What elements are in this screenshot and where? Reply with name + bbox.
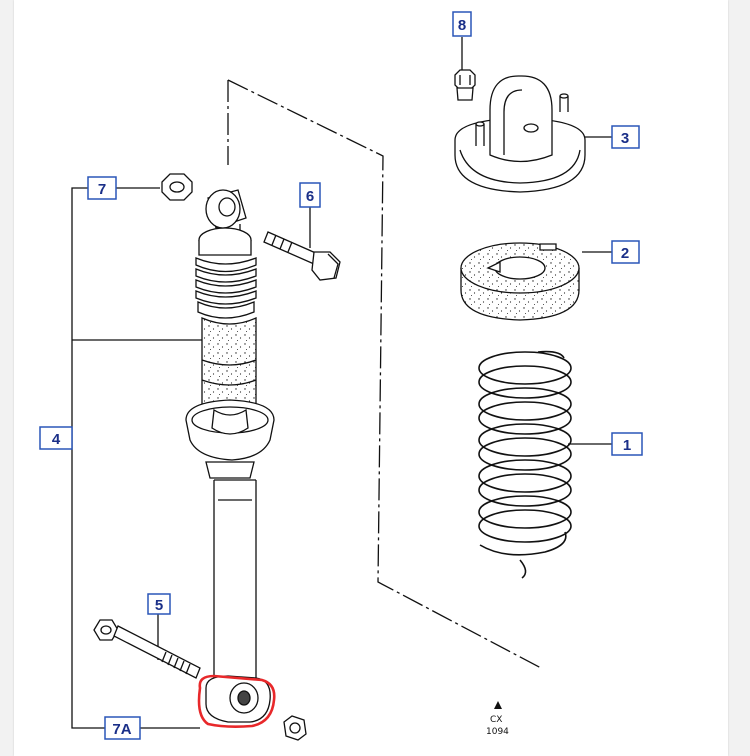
- svg-text:7: 7: [98, 181, 106, 198]
- svg-text:CX: CX: [490, 715, 502, 725]
- callout-1: 1: [611, 432, 643, 456]
- callout-8: 8: [452, 11, 472, 37]
- shock-absorber-top-eye: [205, 189, 247, 238]
- callout-7: 7: [87, 176, 117, 200]
- svg-text:5: 5: [155, 597, 163, 614]
- nut-part-7a-lower: [283, 715, 307, 741]
- callout-2: 2: [611, 240, 640, 264]
- callout-7a: 7A: [104, 716, 141, 740]
- svg-text:1: 1: [623, 437, 631, 454]
- highlight-circle: [197, 674, 276, 728]
- upper-mount-part-3: [454, 75, 586, 193]
- drawing-reference-code: CX 1094: [486, 701, 509, 737]
- svg-text:8: 8: [458, 17, 466, 34]
- spring-seat-part-2: [460, 242, 580, 321]
- callout-6: 6: [299, 182, 321, 208]
- callout-5: 5: [147, 593, 171, 615]
- svg-text:4: 4: [52, 431, 61, 448]
- svg-text:3: 3: [621, 130, 629, 147]
- svg-text:2: 2: [621, 245, 629, 262]
- svg-text:7A: 7A: [112, 721, 131, 738]
- shock-absorber-bellows: [195, 227, 257, 418]
- bolt-part-5: [93, 619, 201, 679]
- lower-bush: [205, 675, 271, 723]
- svg-text:1094: 1094: [486, 727, 509, 737]
- callout-4-bracket: [71, 187, 202, 729]
- assembly-dash-frame: [227, 79, 542, 669]
- coil-spring-part-1: [478, 350, 572, 579]
- svg-text:6: 6: [306, 188, 314, 205]
- diagram-sheet: [14, 0, 728, 756]
- nut-part-8: [454, 69, 476, 101]
- shock-absorber-body-tube: [213, 479, 257, 681]
- callout-4: 4: [39, 426, 73, 450]
- shock-absorber-spring-cup: [185, 399, 275, 479]
- callout-3: 3: [611, 125, 640, 149]
- nut-part-7-upper: [161, 173, 193, 201]
- bolt-part-6: [263, 231, 341, 281]
